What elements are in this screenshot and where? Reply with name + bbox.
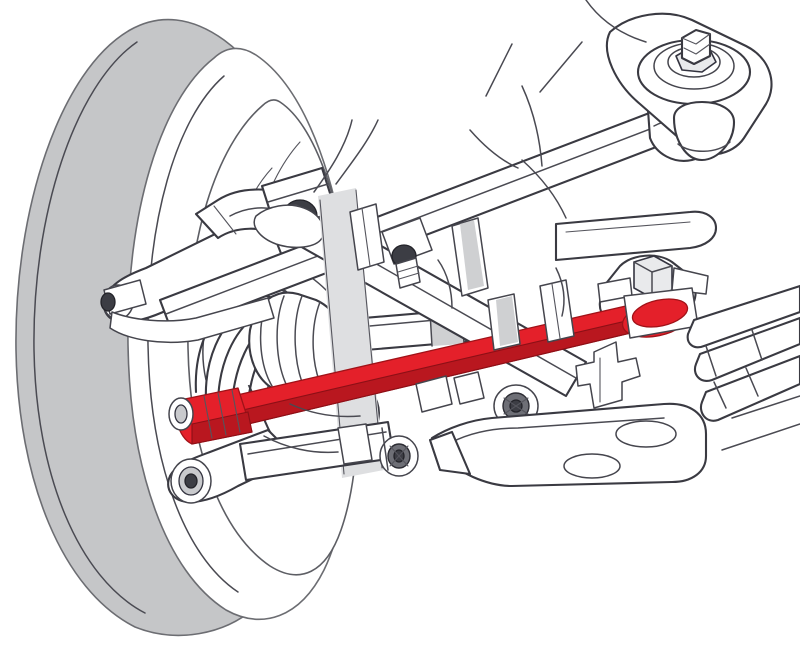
spacer-plate-6-crease bbox=[361, 207, 371, 267]
spacer-plate-4 bbox=[539, 279, 575, 343]
subframe-rail-seam bbox=[705, 345, 717, 377]
subframe-rail-seam-2 bbox=[751, 329, 763, 361]
strut-stud-thread bbox=[683, 43, 711, 55]
cv-boot-pleat-2 bbox=[276, 295, 291, 393]
contour-line-7 bbox=[381, 427, 389, 471]
shock-absorber bbox=[238, 420, 419, 482]
leader-line-top-3 bbox=[485, 43, 513, 97]
upper-control-arm-crease bbox=[165, 125, 659, 315]
subframe-rail-seam-3 bbox=[731, 395, 800, 419]
lateral-link-right-eye-face bbox=[631, 298, 689, 328]
stabilizer-bar-body bbox=[554, 210, 718, 262]
inboard-step-bracket-body bbox=[575, 341, 641, 409]
subframe-rail-brace-a bbox=[713, 381, 727, 409]
inboard-nut-pin-right bbox=[671, 267, 709, 295]
lateral-link-rib-2 bbox=[217, 392, 227, 436]
contour-line-6 bbox=[555, 267, 565, 317]
lower-arm-hole-2 bbox=[563, 453, 621, 479]
mid-bushing-knurl-2 bbox=[503, 397, 529, 415]
ball-joint-boot-base bbox=[677, 141, 731, 152]
lower-arm-edge bbox=[451, 417, 665, 443]
contour-line-8 bbox=[289, 403, 361, 418]
tire-inner-sidewall-edge bbox=[33, 41, 146, 614]
spacer-plate-5-shade bbox=[460, 220, 484, 290]
contour-line-4 bbox=[469, 129, 519, 169]
contour-line-3 bbox=[521, 85, 543, 167]
shock-collar bbox=[337, 423, 373, 465]
spacer-plate-6 bbox=[349, 203, 385, 271]
shock-bolt-knurl-2 bbox=[389, 445, 409, 467]
contour-line-5 bbox=[437, 259, 453, 309]
lateral-link-left-housing-shadow bbox=[191, 411, 253, 445]
upper-arm-bolt-shank bbox=[395, 257, 421, 289]
lower-control-arm bbox=[428, 402, 708, 488]
lateral-link-rib-1 bbox=[203, 395, 213, 439]
stabilizer-bar bbox=[554, 210, 718, 262]
subframe-rail-mid bbox=[693, 316, 800, 382]
trailing-arm-edge-detail bbox=[213, 205, 237, 235]
contour-line-10 bbox=[521, 159, 567, 219]
upper-arm-bolt-cluster bbox=[381, 217, 433, 289]
stabilizer-bar-highlight bbox=[565, 221, 691, 233]
subframe-rail-seam-4 bbox=[721, 423, 800, 451]
subframe-rails bbox=[686, 284, 800, 451]
leader-line-top-2 bbox=[539, 41, 583, 93]
upper-arm-bolt-thread-1 bbox=[397, 265, 419, 273]
ball-joint-boot bbox=[672, 100, 736, 162]
contour-line-9 bbox=[263, 435, 339, 454]
upper-arm-bolt-thread-2 bbox=[398, 272, 420, 280]
lower-arm-tail bbox=[428, 430, 472, 476]
spacer-plate-4-crease bbox=[551, 283, 561, 339]
hub-pin-details bbox=[100, 279, 275, 344]
lateral-link-left-eye-inner bbox=[174, 404, 188, 424]
lower-arm-hole-1 bbox=[615, 420, 677, 448]
hub-pin-head bbox=[100, 292, 116, 312]
contour-detail-lines bbox=[263, 85, 567, 471]
subframe-rail-lower bbox=[699, 354, 800, 422]
contour-line-1 bbox=[313, 119, 353, 193]
contour-line-2 bbox=[335, 119, 379, 185]
spacer-plate-1 bbox=[415, 375, 453, 413]
upper-mount-bracket bbox=[253, 166, 338, 249]
spacer-plate-2 bbox=[453, 371, 485, 405]
subframe-rail-brace-b bbox=[745, 367, 759, 397]
strut-stud-top-face bbox=[681, 33, 711, 45]
subframe-web-shade bbox=[318, 188, 384, 478]
wheel-rim-lip bbox=[147, 75, 239, 593]
knuckle-lower-bolt bbox=[184, 473, 198, 489]
strut-mount-assembly bbox=[485, 0, 773, 162]
leader-line-top-1 bbox=[585, 0, 647, 43]
subframe-rail-upper bbox=[686, 284, 800, 349]
inboard-step-bracket bbox=[575, 341, 641, 409]
lateral-link-rib-3 bbox=[231, 389, 241, 433]
hub-lower-link bbox=[109, 297, 275, 344]
misc-brackets bbox=[349, 203, 575, 413]
spacer-plate-3-shade bbox=[496, 296, 518, 346]
